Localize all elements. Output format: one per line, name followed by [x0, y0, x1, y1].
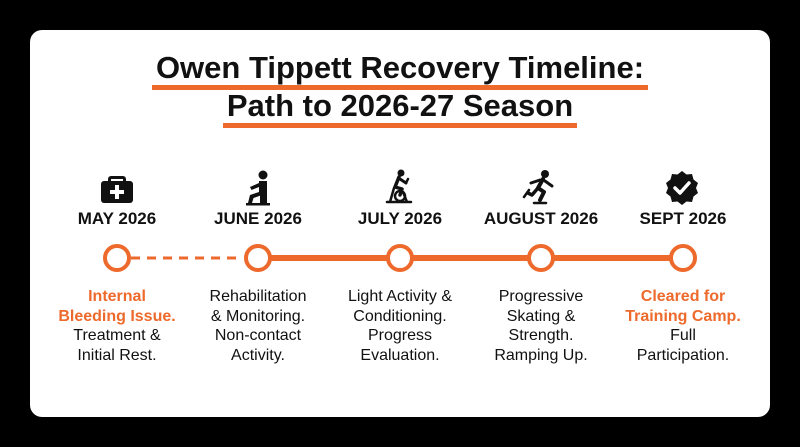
description-line: Ramping Up. — [494, 346, 588, 364]
medical-kit-icon — [97, 168, 137, 208]
highlight-line: Training Camp. — [625, 307, 741, 325]
description-line: Initial Rest. — [77, 346, 157, 364]
highlight-line: Internal — [88, 288, 146, 305]
description-line: Conditioning. — [353, 307, 447, 325]
verified-badge-icon — [662, 168, 702, 208]
month-label-august: AUGUST 2026 — [483, 209, 599, 228]
description-line: Progress — [367, 327, 433, 344]
description-august: Progressive Skating & Strength. Ramping … — [471, 287, 611, 365]
highlight-line: Cleared for — [640, 288, 726, 305]
description-line: Treatment & — [73, 327, 161, 344]
title-line-1-text: Owen Tippett Recovery Timeline: — [151, 50, 649, 90]
timeline-node-july — [386, 244, 414, 272]
description-may: Internal Bleeding Issue. Treatment & Ini… — [47, 287, 187, 365]
description-line: Progressive — [498, 288, 584, 305]
description-line: Participation. — [636, 346, 730, 364]
month-label-sept: SEPT 2026 — [639, 209, 727, 228]
description-line: Evaluation. — [360, 346, 440, 364]
timeline-node-june — [244, 244, 272, 272]
month-label-june: JUNE 2026 — [214, 209, 302, 228]
description-sept: Cleared for Training Camp. Full Particip… — [613, 287, 753, 365]
month-label-may: MAY 2026 — [77, 209, 157, 228]
description-june: Rehabilitation & Monitoring. Non-contact… — [188, 287, 328, 365]
description-july: Light Activity & Conditioning. Progress … — [330, 287, 470, 365]
title-line-2-text: Path to 2026-27 Season — [222, 88, 578, 128]
stretching-person-icon — [238, 168, 278, 208]
skater-icon — [521, 168, 561, 208]
exercise-bike-icon — [379, 168, 419, 208]
description-line: & Monitoring. — [210, 307, 306, 325]
description-line: Rehabilitation — [209, 288, 307, 305]
description-line: Strength. — [508, 327, 574, 344]
timeline-node-august — [527, 244, 555, 272]
description-line: Skating & — [506, 307, 576, 325]
month-label-july: JULY 2026 — [357, 209, 443, 228]
timeline-node-may — [103, 244, 131, 272]
description-line: Full — [670, 327, 696, 344]
timeline-node-sept — [669, 244, 697, 272]
timeline-card — [30, 30, 770, 417]
description-line: Non-contact — [214, 327, 302, 344]
highlight-line: Bleeding Issue. — [58, 307, 176, 325]
title-line-2: Path to 2026-27 Season — [0, 88, 800, 128]
title-line-1: Owen Tippett Recovery Timeline: — [0, 50, 800, 90]
description-line: Activity. — [231, 346, 285, 364]
description-line: Light Activity & — [347, 288, 453, 305]
